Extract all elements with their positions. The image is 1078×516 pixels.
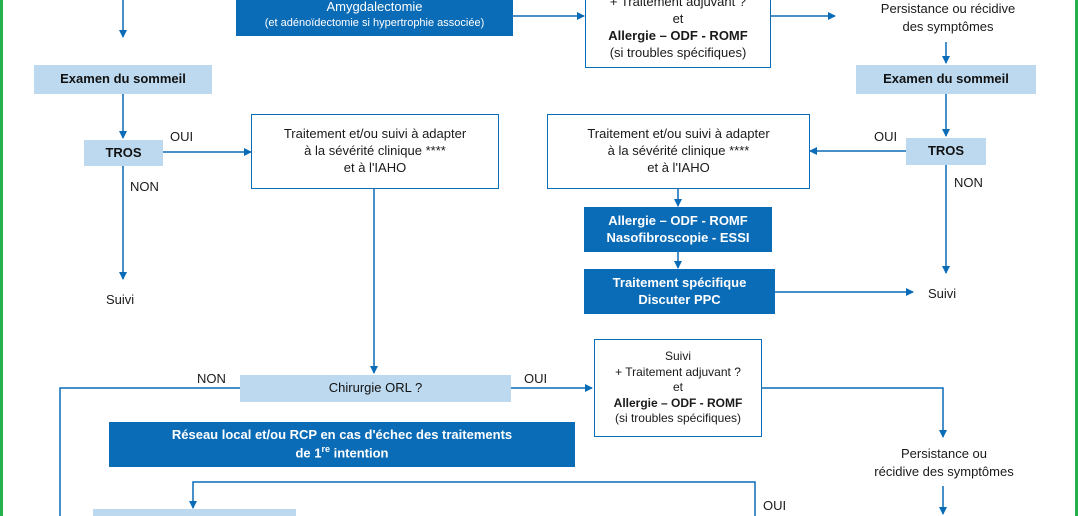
traitement-right-box: Traitement et/ou suivi à adapter à la sé… [547,114,810,189]
non-left-label: NON [130,179,159,194]
non-right-label: NON [954,175,983,190]
traitement-left-line2: à la sévérité clinique **** [304,143,446,159]
tros-right-label: TROS [927,143,965,159]
amygdalectomie-title: Amygdalectomie [326,0,423,15]
tros-left-label: TROS [105,144,142,160]
exam-left-label: Examen du sommeil [60,71,186,87]
adjuvant-top-line4: (si troubles spécifiques) [609,44,747,60]
suivi-adjuvant-box: Suivi + Traitement adjuvant ? et Allergi… [594,339,762,437]
traitement-right-line1: Traitement et/ou suivi à adapter [587,126,770,142]
line-chirurgie-non [59,387,240,516]
oui-right-label: OUI [874,129,898,144]
reseau-rcp-box: Réseau local et/ou RCP en cas d'échec de… [109,422,575,467]
traitement-left-line3: et à l'IAHO [343,159,407,175]
reseau-line2-pre: de 1 [295,445,322,461]
traitement-left-line1: Traitement et/ou suivi à adapter [283,126,467,142]
reseau-line2-sup: re [321,443,331,454]
traitement-right-line3: et à l'IAHO [647,159,710,175]
tros-right: TROS [906,138,986,165]
suivi-left-label: Suivi [106,292,135,307]
arrow-suivi-box-to-persist [762,387,947,438]
chirurgie-orl-box: Chirurgie ORL ? [240,375,511,402]
suivi-box-line4: Allergie – ODF - ROMF [613,395,743,410]
persist-bottom-line2: récidive des symptômes [874,463,1014,479]
adjuvant-top-line1: + Traitement adjuvant ? [609,0,747,10]
adjuvant-top-line2: et [672,11,684,27]
arrow-oui-loop [189,481,756,516]
suivi-right-label: Suivi [928,286,957,301]
persist-top-line1: Persistance ou récidive [880,1,1016,16]
suivi-box-line5: (si troubles spécifiques) [614,411,742,426]
bottom-partial-box [93,509,296,516]
exam-sommeil-right: Examen du sommeil [856,65,1036,94]
persist-bottom-text: Persistance ou récidive des symptômes [846,445,1042,480]
non-chirurgie-label: NON [197,371,226,386]
reseau-line2-post: intention [330,445,389,461]
traitement-specifique-box: Traitement spécifique Discuter PPC [584,269,775,314]
persist-top-text: Persistance ou récidive des symptômes [838,0,1058,35]
tros-left: TROS [84,140,163,166]
reseau-line2: de 1re intention [295,444,388,462]
oui-left-label: OUI [170,129,194,144]
specifique-line2: Discuter PPC [638,291,721,307]
allergie-line2: Nasofibroscopie - ESSI [606,229,750,245]
persist-bottom-line1: Persistance ou [901,446,987,461]
amygdalectomie-box: Amygdalectomie (et adénoïdectomie si hyp… [236,0,513,36]
allergie-line1: Allergie – ODF - ROMF [608,212,748,228]
suivi-box-line2: + Traitement adjuvant ? [615,364,741,379]
adjuvant-top-box: + Traitement adjuvant ? et Allergie – OD… [585,0,771,68]
specifique-line1: Traitement spécifique [612,274,747,290]
persist-top-line2: des symptômes [902,18,994,34]
adjuvant-top-line3: Allergie – ODF - ROMF [608,28,748,43]
exam-right-label: Examen du sommeil [883,71,1009,87]
traitement-right-line2: à la sévérité clinique **** [607,143,750,159]
allergie-nasofibroscopie-box: Allergie – ODF - ROMF Nasofibroscopie - … [584,207,772,252]
reseau-line1: Réseau local et/ou RCP en cas d'échec de… [171,426,513,442]
oui-chirurgie-label: OUI [524,371,548,386]
suivi-box-line1: Suivi [664,349,691,364]
traitement-left-box: Traitement et/ou suivi à adapter à la sé… [251,114,499,189]
amygdalectomie-subtitle: (et adénoïdectomie si hypertrophie assoc… [264,17,485,30]
oui-bottom-label: OUI [763,498,787,513]
suivi-box-line3: et [672,380,683,395]
exam-sommeil-left: Examen du sommeil [34,65,212,94]
chirurgie-label: Chirurgie ORL ? [328,380,423,396]
